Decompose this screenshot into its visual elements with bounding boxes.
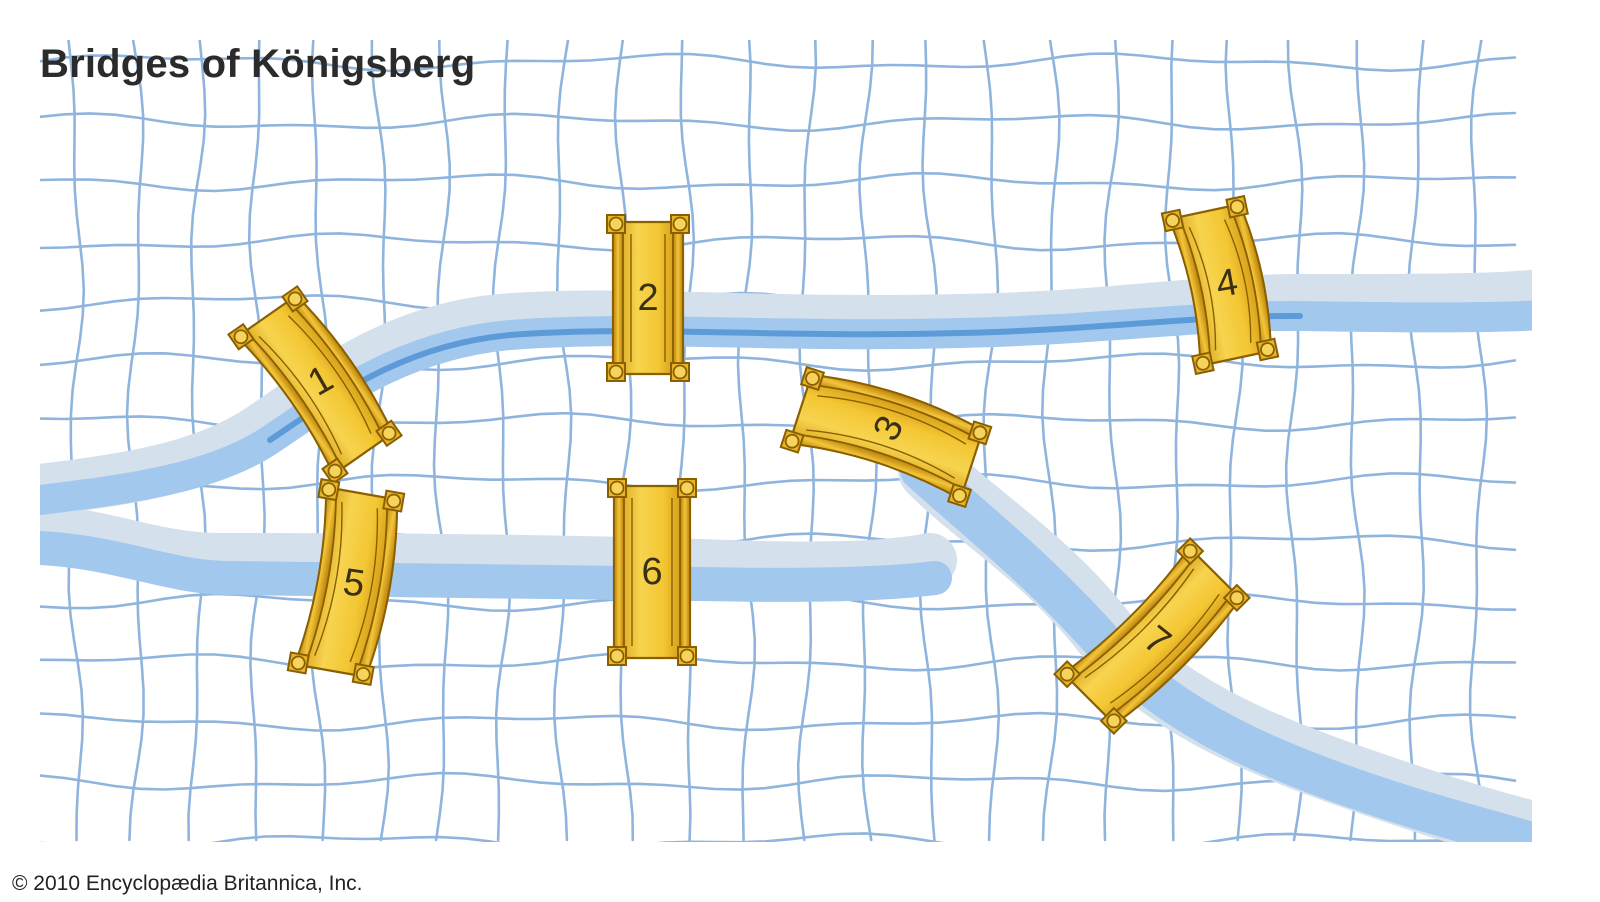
bridge-label: 2 [637,277,658,319]
street-line [40,171,1517,193]
bridge-post-knob [381,425,397,441]
bridge-post-knob [233,329,249,345]
street-line [1040,40,1061,842]
bridge-rail [612,221,624,375]
street-line [40,52,1517,73]
street-line [613,40,635,842]
bridge-deck-line [1084,568,1195,679]
bridge-post-knob [609,648,625,664]
bridges-layer: 1 2 3 4 5 6 7 [227,194,1280,735]
bridge-deck-line [314,502,343,656]
river [40,300,1532,842]
bridge-post-knob [679,648,695,664]
river-shadow-east [898,438,1532,842]
bridge-post-knob [1165,213,1180,228]
bridge-post-knob [608,364,624,380]
bridge-post-knob [609,480,625,496]
street-line [125,40,145,842]
bridge-rail [672,221,684,375]
bridge-post-knob [386,493,402,509]
bridge-post-knob [1182,543,1198,559]
river-south-arm [40,531,952,602]
bridge-post-knob [355,666,371,682]
bridge-post-knob [784,433,800,449]
street-line [552,40,573,842]
bridge-1[interactable]: 1 [227,284,403,486]
bridge-post-knob [952,488,967,503]
bridge-3[interactable]: 3 [779,364,993,509]
bridge-deck-line [817,395,967,445]
street-line [1406,40,1426,842]
street-line [1468,40,1489,842]
bridge-7[interactable]: 7 [1053,537,1251,735]
bridge-post-knob [672,216,688,232]
street-line [40,771,1517,793]
street-line [491,40,512,842]
street-line [40,231,1517,252]
bridge-post-knob [1059,666,1075,682]
bridge-post-knob [290,655,306,671]
bridge-post-knob [1195,355,1211,371]
street-line [736,40,757,842]
river-east-arm [900,450,1532,842]
street-line [40,472,1517,493]
bridge-post-knob [679,480,695,496]
bridge-2[interactable]: 2 [606,214,690,382]
street-line [67,40,86,842]
bridge-post-knob [1229,199,1245,215]
bridge-post-knob [805,371,820,386]
bridge-4[interactable]: 4 [1160,194,1280,376]
bridge-post-knob [1106,713,1122,729]
copyright-notice: © 2010 Encyclopædia Britannica, Inc. [12,872,363,895]
bridge-deck-line [806,429,955,479]
bridge-post-knob [1229,590,1245,606]
bridge-deck-line [287,315,372,434]
bridge-deck-line [1223,219,1252,343]
street-line [40,652,1517,672]
street-line [1284,40,1305,842]
bridge-deck-line [349,508,379,663]
bridge-post-knob [608,216,624,232]
map-title: Bridges of Königsberg [40,42,476,86]
river-channel-north [267,312,1303,443]
bridge-post-knob [972,425,988,441]
bridge-post-knob [1260,342,1275,357]
street-line [1349,40,1366,842]
street-line [40,111,1517,133]
bridge-6[interactable]: 6 [607,478,697,666]
bridge-rail [679,485,691,659]
bridge-rail [613,485,625,659]
bridge-5[interactable]: 5 [286,478,406,686]
street-line [40,832,1493,842]
street-line [675,40,696,842]
bridge-post-knob [321,482,337,498]
street-line [432,40,452,842]
bridge-post-knob [287,291,303,307]
bridge-post-knob [672,364,688,380]
bridge-deck-line [1188,226,1217,351]
bridge-deck-line [1109,593,1220,704]
bridge-post-knob [327,463,343,479]
bridge-label: 6 [641,551,662,593]
bridge-deck-line [258,335,343,455]
island-kneiphof [165,470,936,569]
